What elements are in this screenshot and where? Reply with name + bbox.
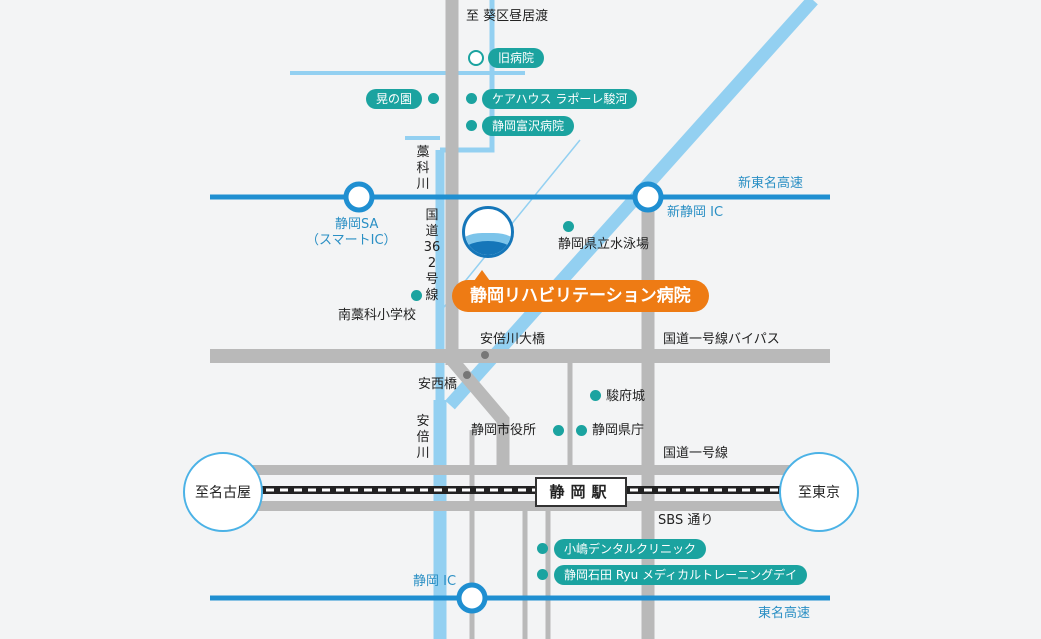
- smart-ic-label: （スマートIC）: [306, 233, 397, 248]
- wave-circle-logo-icon: [462, 206, 514, 258]
- care-house-marker: [466, 93, 477, 104]
- north-destination: 至 葵区昼居渡: [466, 9, 549, 24]
- care-house-pill: ケアハウス ラポーレ駿河: [482, 89, 638, 109]
- expressways: [210, 181, 830, 614]
- bypass-label: 国道一号線バイパス: [663, 332, 780, 347]
- ryu-pill: 静岡石田 Ryu メディカルトレーニングデイ: [554, 565, 808, 585]
- nagoya-direction: 至名古屋: [183, 452, 263, 532]
- shizuoka-station-label: 静岡駅: [535, 477, 627, 507]
- bridge-marker: [481, 351, 489, 359]
- shin-shizuoka-ic-label: 新静岡 IC: [667, 205, 724, 220]
- route362-south: [447, 355, 510, 470]
- castle-label: 駿府城: [606, 389, 646, 404]
- shizuoka-ic-label: 静岡 IC: [413, 574, 457, 589]
- city-hall-marker: [553, 425, 564, 436]
- shizuoka-ic-interchange: [456, 582, 488, 614]
- pool-label: 静岡県立水泳場: [558, 237, 650, 252]
- shin-shizuoka-ic-interchange: [632, 181, 664, 213]
- castle-marker: [590, 390, 601, 401]
- shizuoka-sa-interchange: [343, 181, 375, 213]
- old-hospital-pill: 旧病院: [488, 48, 545, 68]
- route1-label: 国道一号線: [663, 446, 729, 461]
- dental-pill: 小嶋デンタルクリニック: [554, 539, 707, 559]
- tomei-label: 東名高速: [758, 606, 811, 621]
- anzai-bridge-label: 安西橋: [418, 377, 458, 392]
- akira-no-sono-pill: 晃の園: [366, 89, 423, 109]
- pref-office-marker: [576, 425, 587, 436]
- sbs-label: SBS 通り: [658, 513, 714, 528]
- hospital-name-callout: 静岡リハビリテーション病院: [452, 270, 709, 312]
- city-hall-label: 静岡市役所: [471, 423, 537, 438]
- shin-tomei-label: 新東名高速: [738, 176, 804, 191]
- shizuoka-sa-label: 静岡SA: [335, 217, 379, 232]
- ryu-marker: [537, 569, 548, 580]
- old-hospital-marker: [468, 50, 484, 66]
- tokyo-direction: 至東京: [779, 452, 859, 532]
- abe-river-label: 安倍川: [416, 414, 430, 461]
- akira-no-sono-marker: [428, 93, 439, 104]
- abe-river: [445, 0, 818, 410]
- bridge-marker: [463, 371, 471, 379]
- tomizawa-pill: 静岡富沢病院: [482, 116, 575, 136]
- warashina-river-label: 藁科川: [416, 145, 430, 192]
- dental-marker: [537, 543, 548, 554]
- pool-marker: [563, 221, 574, 232]
- abekawa-ohashi-label: 安倍川大橋: [480, 332, 546, 347]
- tomizawa-marker: [466, 120, 477, 131]
- school-label: 南藁科小学校: [338, 308, 417, 323]
- school-marker: [411, 290, 422, 301]
- pref-office-label: 静岡県庁: [592, 423, 645, 438]
